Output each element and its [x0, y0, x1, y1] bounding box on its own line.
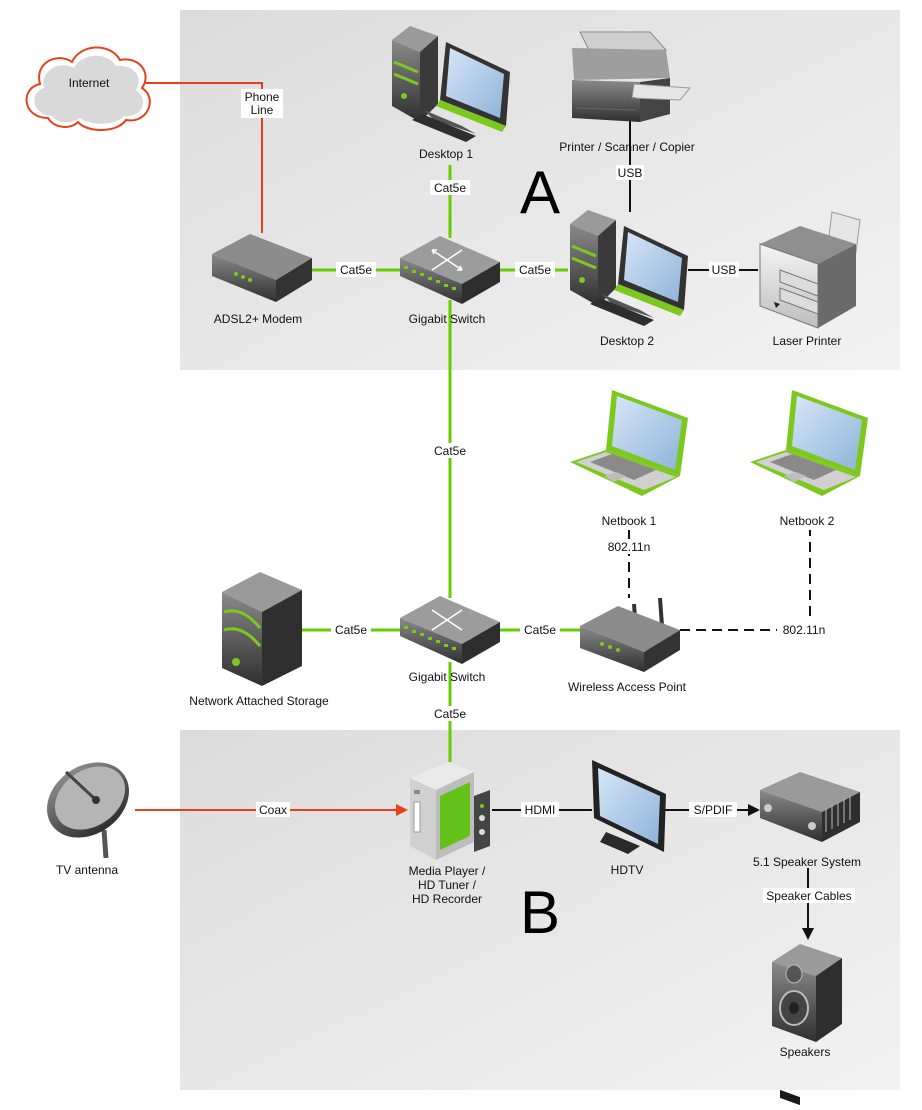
- speakers-label: Speakers: [780, 1045, 831, 1059]
- svg-text:Cat5e: Cat5e: [434, 707, 466, 721]
- desktop1-switch-label: Cat5e: [430, 180, 470, 195]
- netbook1-laptop-icon: [570, 390, 688, 496]
- nas-switch-label: Cat5e: [331, 622, 371, 637]
- speaker-cables-label: Speaker Cables: [763, 888, 855, 903]
- svg-text:USB: USB: [712, 263, 737, 277]
- zone-b-letter: B: [520, 879, 560, 946]
- wap-label: Wireless Access Point: [568, 680, 687, 694]
- usb-printer-scanner-label: USB: [616, 165, 644, 180]
- hdtv-label: HDTV: [611, 863, 644, 877]
- speaker-cables-arrowhead: [802, 928, 814, 940]
- phone-line-label: Phone Line: [241, 89, 283, 118]
- nas-server-icon: [222, 572, 302, 686]
- laser-printer-label: Laser Printer: [773, 334, 842, 348]
- laser-printer-icon: [759, 211, 861, 329]
- connection-labels: Phone Line Cat5e USB Cat5e Cat5e USB Cat…: [241, 89, 855, 903]
- internet-label: Internet: [69, 76, 110, 90]
- svg-text:Cat5e: Cat5e: [434, 444, 466, 458]
- svg-text:Cat5e: Cat5e: [519, 263, 551, 277]
- netbook1-wifi-label: 802.11n: [604, 539, 654, 554]
- tv-antenna-label: TV antenna: [56, 863, 118, 877]
- media-player-label-line3: HD Recorder: [412, 892, 482, 906]
- phone-line-connector: [140, 82, 263, 233]
- desktop1-computer-icon: [392, 26, 510, 142]
- svg-text:802.11n: 802.11n: [783, 623, 826, 637]
- media-player-icon: [410, 762, 490, 860]
- svg-text:Cat5e: Cat5e: [524, 623, 556, 637]
- media-player-label-line1: Media Player /: [409, 864, 486, 878]
- desktop2-computer-icon: [570, 210, 688, 326]
- svg-text:S/PDIF: S/PDIF: [694, 803, 733, 817]
- speaker-system-receiver-icon: [760, 772, 860, 1106]
- switch-media-label: Cat5e: [430, 706, 470, 721]
- spdif-arrowhead: [748, 804, 760, 816]
- switch-desktop2-label: Cat5e: [515, 262, 555, 277]
- svg-text:Coax: Coax: [259, 803, 287, 817]
- desktop2-label: Desktop 2: [600, 334, 654, 348]
- svg-text:802.11n: 802.11n: [608, 540, 651, 554]
- spdif-label: S/PDIF: [689, 802, 737, 817]
- adsl-modem-icon: [212, 234, 312, 302]
- netbook1-label: Netbook 1: [602, 514, 657, 528]
- switch-switch-label: Cat5e: [430, 443, 470, 458]
- zone-a-letter: A: [520, 159, 560, 226]
- printer-scanner-copier-label: Printer / Scanner / Copier: [559, 140, 694, 154]
- netbook2-wifi-label: 802.11n: [777, 622, 831, 637]
- internet-cloud-icon: [25, 46, 151, 131]
- coax-label: Coax: [256, 802, 290, 817]
- netbook2-laptop-icon: [750, 390, 868, 496]
- printer-scanner-copier-icon: [572, 31, 692, 122]
- hdtv-icon: [592, 760, 666, 854]
- svg-text:Line: Line: [251, 103, 274, 117]
- hdmi-label: HDMI: [521, 802, 559, 817]
- speakers-icon: [772, 944, 842, 1042]
- switch-top-icon: [400, 236, 500, 304]
- switch-bottom-label: Gigabit Switch: [409, 670, 486, 684]
- media-player-label-line2: HD Tuner /: [418, 878, 477, 892]
- desktop1-label: Desktop 1: [419, 147, 473, 161]
- svg-text:Cat5e: Cat5e: [340, 263, 372, 277]
- svg-text:Speaker Cables: Speaker Cables: [766, 889, 851, 903]
- svg-text:HDMI: HDMI: [525, 803, 556, 817]
- switch-top-label: Gigabit Switch: [409, 312, 486, 326]
- svg-text:Cat5e: Cat5e: [335, 623, 367, 637]
- wireless-access-point-icon: [580, 597, 680, 672]
- svg-text:Cat5e: Cat5e: [434, 181, 466, 195]
- svg-text:Phone: Phone: [245, 90, 280, 104]
- switch-wap-label: Cat5e: [520, 622, 560, 637]
- modem-switch-label: Cat5e: [336, 262, 376, 277]
- svg-text:USB: USB: [618, 166, 643, 180]
- netbook2-label: Netbook 2: [780, 514, 835, 528]
- modem-label: ADSL2+ Modem: [214, 312, 302, 326]
- speaker-system-label: 5.1 Speaker System: [753, 855, 861, 869]
- switch-bottom-icon: [400, 596, 500, 664]
- usb-laser-label: USB: [709, 262, 739, 277]
- tv-antenna-dish-icon: [47, 762, 129, 859]
- nas-label: Network Attached Storage: [189, 694, 329, 708]
- netbook2-wifi-connector: [680, 530, 811, 631]
- coax-arrowhead: [396, 804, 408, 816]
